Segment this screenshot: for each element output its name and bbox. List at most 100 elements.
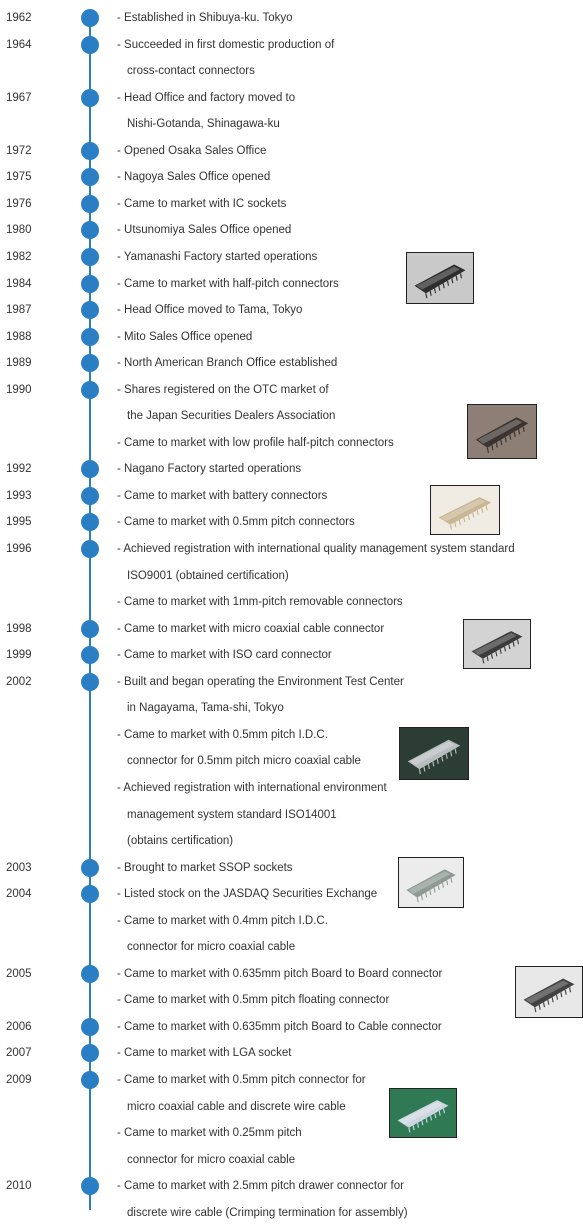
event-text: - Came to market with 0.635mm pitch Boar… [117, 967, 443, 980]
half-pitch-connector-photo [406, 252, 474, 304]
timeline-dot [81, 646, 99, 665]
timeline-dot [81, 1071, 99, 1089]
event-text: - Came to market with 0.5mm pitch connec… [117, 516, 355, 529]
low-profile-connector-photo [467, 404, 537, 459]
timeline-dot [81, 354, 99, 373]
event-text-continued: Nishi-Gotanda, Shinagawa-ku [127, 118, 280, 131]
year-label: 1999 [6, 649, 32, 662]
year-label: 1982 [6, 250, 32, 263]
timeline-dot [81, 1177, 99, 1196]
event-text: - Came to market with 0.635mm pitch Boar… [117, 1020, 442, 1033]
event-text-continued: connector for micro coaxial cable [127, 1153, 296, 1166]
event-text: - Came to market with 0.5mm pitch connec… [117, 1074, 366, 1086]
event-text: - Achieved registration with internation… [117, 781, 387, 794]
year-label: 1989 [6, 357, 32, 370]
event-text-continued: ISO9001 (obtained certification) [127, 569, 289, 582]
event-text-continued: cross-contact connectors [127, 65, 255, 78]
battery-connector-photo [430, 485, 500, 535]
timeline-dot [81, 247, 99, 266]
year-label: 1993 [6, 489, 32, 502]
timeline-dot [81, 540, 99, 558]
event-text: - Built and began operating the Environm… [117, 675, 404, 688]
year-label: 1984 [6, 277, 32, 290]
timeline-dot [81, 168, 99, 187]
timeline-dot [81, 380, 99, 399]
year-label: 2006 [6, 1020, 32, 1033]
card-connector-photo [463, 619, 531, 669]
timeline-line [89, 14, 91, 1210]
event-text: - Listed stock on the JASDAQ Securities … [117, 888, 378, 901]
event-text: - Came to market with 2.5mm pitch drawer… [117, 1180, 404, 1193]
year-label: 1980 [6, 224, 32, 237]
event-text: - Came to market with 0.5mm pitch floati… [117, 994, 390, 1007]
event-text: - Nagoya Sales Office opened [117, 171, 271, 184]
year-label: 1976 [6, 197, 32, 210]
event-text: - Established in Shibuya-ku. Tokyo [117, 12, 293, 24]
year-label: 1996 [6, 543, 32, 555]
idc-04mm-connector-photo [398, 857, 464, 908]
year-label: 2002 [6, 675, 32, 688]
timeline-dot [81, 1044, 99, 1063]
event-text: - Shares registered on the OTC market of [117, 383, 329, 396]
event-text: - North American Branch Office establish… [117, 357, 338, 370]
year-label: 1962 [6, 12, 32, 24]
event-text: - Came to market with micro coaxial cabl… [117, 622, 385, 635]
board-to-board-connector-photo [515, 966, 583, 1018]
year-label: 2003 [6, 861, 32, 874]
timeline-dot [81, 327, 99, 346]
timeline-dot [81, 141, 99, 160]
event-text-continued: (obtains certification) [127, 835, 234, 848]
event-text: - Came to market with 0.4mm pitch I.D.C. [117, 914, 328, 927]
timeline-dot [81, 486, 99, 505]
event-text-continued: management system standard ISO14001 [127, 808, 337, 821]
event-text-continued: connector for micro coaxial cable [127, 941, 296, 954]
event-text: - Came to market with 1mm-pitch removabl… [117, 596, 403, 609]
timeline-dot [81, 194, 99, 213]
timeline-dot [81, 964, 99, 983]
timeline-dot [81, 88, 99, 107]
timeline-dot [81, 619, 99, 638]
event-text: - Came to market with 0.25mm pitch [117, 1127, 302, 1140]
event-text: - Came to market with ISO card connector [117, 649, 332, 662]
event-text: - Came to market with low profile half-p… [117, 436, 394, 449]
year-label: 2010 [6, 1180, 32, 1193]
event-text: - Mito Sales Office opened [117, 330, 253, 343]
timeline-dot [81, 35, 99, 54]
event-text: - Succeeded in first domestic production… [117, 38, 335, 51]
year-label: 1995 [6, 516, 32, 529]
event-text-continued: connector for 0.5mm pitch micro coaxial … [127, 755, 361, 768]
event-text-continued: micro coaxial cable and discrete wire ca… [127, 1100, 346, 1113]
event-text: - Head Office moved to Tama, Tokyo [117, 304, 303, 317]
event-text: - Utsunomiya Sales Office opened [117, 224, 292, 237]
event-text: - Opened Osaka Sales Office [117, 144, 267, 157]
year-label: 2007 [6, 1047, 32, 1060]
year-label: 1990 [6, 383, 32, 396]
year-label: 2004 [6, 888, 32, 901]
year-label: 1964 [6, 38, 32, 51]
event-text: - Yamanashi Factory started operations [117, 250, 318, 263]
event-text: - Came to market with battery connectors [117, 489, 328, 502]
idc-coaxial-connector-photo [399, 727, 469, 780]
year-label: 1975 [6, 171, 32, 184]
event-text-continued: discrete wire cable (Crimping terminatio… [127, 1206, 408, 1219]
timeline-dot [81, 9, 99, 27]
timeline-dot [81, 301, 99, 320]
timeline-dot [81, 672, 99, 691]
timeline-dot [81, 221, 99, 240]
year-label: 1992 [6, 463, 32, 476]
year-label: 1967 [6, 91, 32, 104]
event-text: - Came to market with LGA socket [117, 1047, 292, 1060]
event-text: - Brought to market SSOP sockets [117, 861, 293, 874]
year-label: 2009 [6, 1074, 32, 1086]
event-text: - Nagano Factory started operations [117, 463, 302, 476]
event-text: - Came to market with 0.5mm pitch I.D.C. [117, 728, 328, 741]
event-text: - Came to market with IC sockets [117, 197, 287, 210]
event-text: - Came to market with half-pitch connect… [117, 277, 339, 290]
year-label: 1987 [6, 304, 32, 317]
timeline-dot [81, 858, 99, 877]
event-text-continued: the Japan Securities Dealers Association [127, 410, 336, 423]
event-text-continued: in Nagayama, Tama-shi, Tokyo [127, 702, 284, 715]
event-text: - Achieved registration with internation… [117, 543, 515, 555]
event-text: - Head Office and factory moved to [117, 91, 296, 104]
year-label: 1988 [6, 330, 32, 343]
